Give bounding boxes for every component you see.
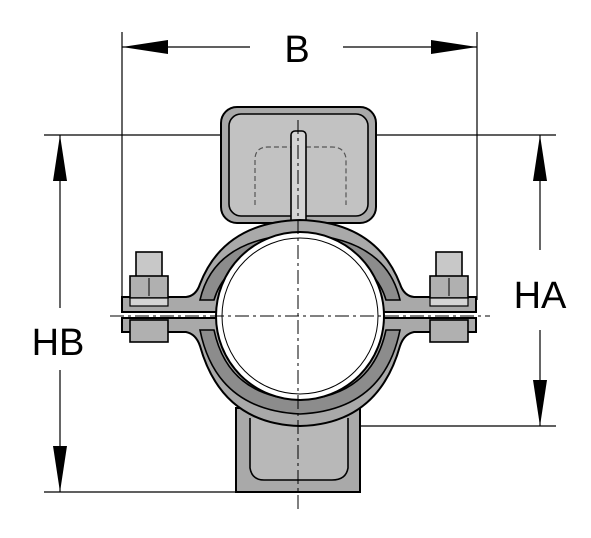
arrowhead-b-right xyxy=(431,40,477,54)
arrowhead-hb-top xyxy=(53,135,67,181)
dimension-label-hb: HB xyxy=(32,322,85,364)
base-foot-inner xyxy=(249,418,349,481)
dimension-label-b: B xyxy=(284,29,309,71)
bolt-right-nut-bottom xyxy=(429,319,469,343)
clamp-body xyxy=(121,218,477,428)
arrowhead-ha-bottom xyxy=(533,380,547,426)
center-lines xyxy=(110,120,490,510)
bolt-left-washer-top xyxy=(129,297,169,307)
dimension-b: B xyxy=(121,29,478,300)
liner-lower xyxy=(199,329,401,415)
bolt-left-thread xyxy=(135,251,163,279)
bolt-left xyxy=(129,251,169,343)
dimension-hb: HB xyxy=(32,134,300,493)
bolt-right xyxy=(429,251,469,343)
bolt-right-thread xyxy=(435,251,463,279)
dimension-label-ha: HA xyxy=(514,275,567,317)
bolt-right-washer-top xyxy=(429,297,469,307)
bolt-left-nut-bottom xyxy=(129,319,169,343)
arrowhead-ha-top xyxy=(533,135,547,181)
arrowhead-b-left xyxy=(122,40,168,54)
arrowhead-hb-bottom xyxy=(53,446,67,492)
